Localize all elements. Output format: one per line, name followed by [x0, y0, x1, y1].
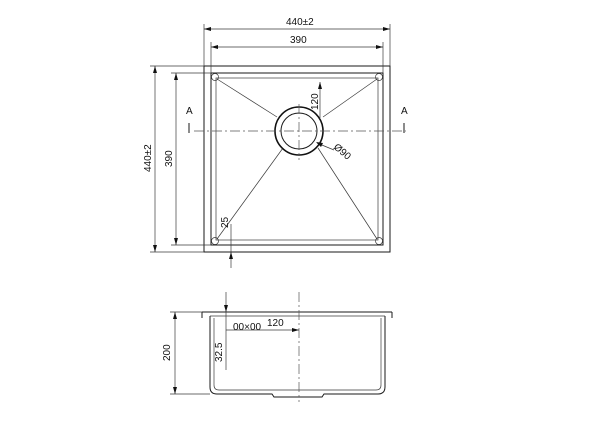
dim-outer-height-arrow-top [153, 66, 157, 73]
drain-diameter-label: Ø90 [331, 142, 353, 163]
outer-width-label: 440±2 [286, 17, 314, 28]
sink-inner-bowl [210, 72, 384, 246]
dim-drain-distance-arrow-right [292, 328, 299, 332]
dim-depth-arrow-bottom [173, 387, 177, 394]
dim-rim-offset-arrow [224, 305, 228, 312]
drain-distance-label: 120 [267, 318, 284, 329]
dim-inner-height-arrow-bottom [174, 238, 178, 245]
corner-radius-label: 25 [220, 216, 231, 228]
slope-line-bottom-left [216, 147, 284, 240]
dim-inner-height-arrow-top [174, 73, 178, 80]
sink-bowl-floor [215, 77, 379, 241]
corner-circle-top-left [211, 73, 219, 81]
corner-circle-bottom-right [375, 237, 383, 245]
dim-outer-height-arrow-bottom [153, 245, 157, 252]
section-marker-left: A [186, 106, 193, 117]
slope-line-bottom-right [317, 147, 378, 240]
sink-outer-rim [203, 65, 391, 253]
dim-corner-radius-arrow [229, 252, 233, 259]
section-marker-right: A [401, 106, 408, 117]
dim-inner-width-arrow-right [376, 45, 383, 49]
drain-offset-label: 120 [310, 93, 321, 110]
dim-drain-offset-arrow [318, 82, 322, 89]
section-bowl-outer [209, 316, 386, 398]
inner-width-label: 390 [290, 35, 307, 46]
plan-view: A A 440±2 390 440±2 390 1 [143, 17, 408, 268]
outer-height-label: 440±2 [143, 144, 154, 172]
slope-line-top-left [216, 78, 278, 118]
depth-label: 200 [162, 344, 173, 361]
inner-height-label: 390 [164, 150, 175, 167]
corner-circle-top-right [375, 73, 383, 81]
slope-line-top-right [322, 78, 378, 118]
corner-circle-bottom-left [211, 237, 219, 245]
dim-outer-width-arrow-left [204, 27, 211, 31]
dim-drain-diameter-arrow [316, 142, 323, 147]
section-detail-label: 00×00 [233, 322, 262, 333]
section-view: 200 32.5 120 00×00 [162, 292, 393, 402]
dim-outer-width-arrow-right [383, 27, 390, 31]
section-bowl-inner [213, 318, 382, 391]
dim-depth-arrow-top [173, 312, 177, 319]
dim-inner-width-arrow-left [211, 45, 218, 49]
rim-offset-label: 32.5 [214, 342, 225, 362]
